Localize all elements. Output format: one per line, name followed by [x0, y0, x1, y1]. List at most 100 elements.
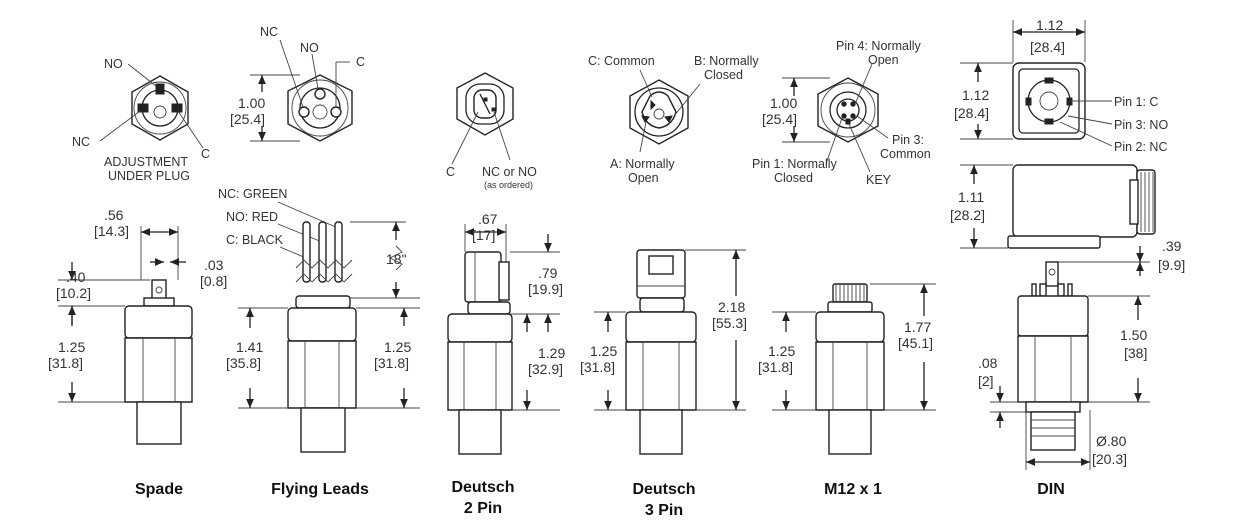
- deutsch3-common-label: C: Common: [588, 54, 655, 68]
- deutsch-2pin-side-view: [447, 251, 513, 455]
- din-dim-terminal-mm: [9.9]: [1158, 257, 1185, 273]
- caption-m12: M12 x 1: [824, 481, 882, 498]
- din-pin2-label: Pin 2: NC: [1114, 140, 1168, 154]
- m12-connector: Pin 4: Normally Open 1.00 [25.4] Pin 3: …: [752, 39, 936, 455]
- caption-deutsch-2pin-line2: 2 Pin: [464, 500, 502, 517]
- deutsch3-dim-overall: 2.18: [718, 299, 745, 315]
- deutsch3-closed-label: Closed: [704, 68, 743, 82]
- wire-c-label: C: BLACK: [226, 233, 284, 247]
- flying-dim-across-mm: [25.4]: [230, 111, 265, 127]
- m12-top-view: [817, 63, 889, 173]
- din-pin1-label: Pin 1: C: [1114, 95, 1158, 109]
- caption-spade: Spade: [135, 481, 183, 498]
- flying-leads-top-view: [279, 39, 353, 142]
- din-pin3-label: Pin 3: NO: [1114, 118, 1168, 132]
- spade-dim-width: .56: [104, 207, 124, 223]
- caption-deutsch-3pin-line2: 3 Pin: [645, 502, 683, 519]
- din-dim-gap: .08: [978, 355, 998, 371]
- din-top-view: [1012, 62, 1113, 147]
- spade-no-label: NO: [104, 57, 123, 71]
- deutsch3-dim-body-mm: [31.8]: [580, 359, 615, 375]
- m12-dim-across-mm: [25.4]: [762, 111, 797, 127]
- spade-side-view: [124, 279, 193, 445]
- wire-nc-label: NC: GREEN: [218, 187, 287, 201]
- flying-dim-overall-mm: [35.8]: [226, 355, 261, 371]
- spade-dim-terminal-mm: [10.2]: [56, 285, 91, 301]
- din-dim-diameter-mm: [20.3]: [1092, 451, 1127, 467]
- m12-dim-body: 1.25: [768, 343, 795, 359]
- flying-dim-body: 1.25: [384, 339, 411, 355]
- din-dim-gap-mm: [2]: [978, 373, 994, 389]
- spade-c-label: C: [201, 147, 210, 161]
- flying-leads-connector: NC NO C 1.00 [25.4] NC: GREEN NO: RED C:…: [218, 25, 420, 453]
- m12-dim-across: 1.00: [770, 95, 797, 111]
- m12-dim-overall: 1.77: [904, 319, 931, 335]
- din-dim-body-mm: [38]: [1124, 345, 1147, 361]
- deutsch2-dim-width-mm: [17]: [472, 227, 495, 243]
- spade-dim-body-mm: [31.8]: [48, 355, 83, 371]
- flying-c-label: C: [356, 55, 365, 69]
- din-dim-body: 1.50: [1120, 327, 1147, 343]
- m12-pin4-label: Pin 4: Normally: [836, 39, 921, 53]
- din-connector: 1.12 [28.4] Pin 1: C Pin 3: NO Pin 2: NC…: [950, 17, 1185, 470]
- din-dim-height-mm: [28.4]: [954, 105, 989, 121]
- deutsch2-dim-width: .67: [478, 211, 498, 227]
- spade-dim-thickness-mm: [0.8]: [200, 273, 227, 289]
- din-switch-side-view: [1017, 261, 1089, 451]
- spade-dim-body: 1.25: [58, 339, 85, 355]
- deutsch-3pin-side-view: [625, 249, 697, 455]
- caption-deutsch-2pin-line1: Deutsch: [451, 479, 514, 496]
- deutsch-3pin-top-view: [629, 69, 701, 153]
- m12-side-view: [815, 283, 885, 455]
- flying-dim-across: 1.00: [238, 95, 265, 111]
- deutsch3-open-label: Open: [628, 171, 659, 185]
- spade-nc-label: NC: [72, 135, 90, 149]
- deutsch2-c-label: C: [446, 165, 455, 179]
- din-dim-terminal: .39: [1162, 238, 1182, 254]
- deutsch-2pin-connector: C NC or NO (as ordered) .67 [17] .79 [19…: [446, 72, 565, 455]
- flying-dim-overall: 1.41: [236, 339, 263, 355]
- caption-flying-leads: Flying Leads: [271, 481, 369, 498]
- m12-pin3-label: Pin 3:: [892, 133, 924, 147]
- din-dim-plug-mm: [28.2]: [950, 207, 985, 223]
- deutsch2-dim-plug-mm: [19.9]: [528, 281, 563, 297]
- flying-no-label: NO: [300, 41, 319, 55]
- spade-dim-terminal: .40: [66, 269, 86, 285]
- spade-under-plug-label: UNDER PLUG: [108, 169, 190, 183]
- din-plug-side-view: [1007, 164, 1156, 249]
- din-dim-diameter: Ø.80: [1096, 433, 1127, 449]
- deutsch-2pin-top-view: [451, 72, 514, 165]
- din-dim-width: 1.12: [1036, 17, 1063, 33]
- m12-pin4-open-label: Open: [868, 53, 899, 67]
- din-dim-width-mm: [28.4]: [1030, 39, 1065, 55]
- caption-din: DIN: [1037, 481, 1065, 498]
- deutsch2-dim-body: 1.29: [538, 345, 565, 361]
- deutsch3-dim-overall-mm: [55.3]: [712, 315, 747, 331]
- deutsch3-a-label: A: Normally: [610, 157, 675, 171]
- spade-connector: NO NC C ADJUSTMENT UNDER PLUG .56 [14.3]…: [48, 57, 227, 445]
- spade-dim-width-mm: [14.3]: [94, 223, 129, 239]
- deutsch3-dim-body: 1.25: [590, 343, 617, 359]
- flying-dim-lead: 18": [386, 251, 407, 267]
- caption-deutsch-3pin-line1: Deutsch: [632, 481, 695, 498]
- m12-pin1-closed-label: Closed: [774, 171, 813, 185]
- deutsch2-dim-plug: .79: [538, 265, 558, 281]
- din-dim-plug: 1.11: [958, 189, 984, 205]
- spade-dim-thickness: .03: [204, 257, 224, 273]
- spade-top-view: [99, 63, 204, 149]
- m12-pin3-common-label: Common: [880, 147, 931, 161]
- spade-adjustment-label: ADJUSTMENT: [104, 155, 188, 169]
- flying-dim-body-mm: [31.8]: [374, 355, 409, 371]
- din-dim-height: 1.12: [962, 87, 989, 103]
- m12-dim-overall-mm: [45.1]: [898, 335, 933, 351]
- wire-no-label: NO: RED: [226, 210, 278, 224]
- deutsch3-b-label: B: Normally: [694, 54, 759, 68]
- flying-nc-label: NC: [260, 25, 278, 39]
- m12-dim-body-mm: [31.8]: [758, 359, 793, 375]
- deutsch2-dim-body-mm: [32.9]: [528, 361, 563, 377]
- deutsch2-ordered-label: (as ordered): [484, 180, 533, 190]
- deutsch2-ncno-label: NC or NO: [482, 165, 537, 179]
- flying-leads-side-view: [287, 221, 357, 453]
